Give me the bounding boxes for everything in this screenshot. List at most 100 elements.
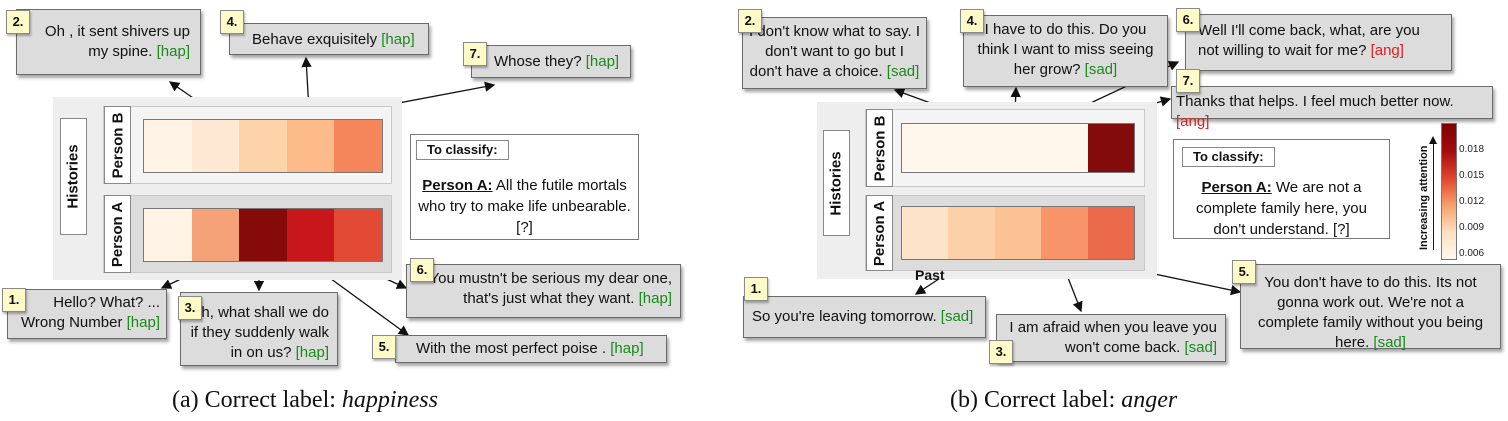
utterance-bubble: You don't have to do this. Its not gonna…: [1240, 264, 1501, 351]
turn-number: 6.: [410, 258, 434, 282]
turn-number: 7.: [463, 42, 487, 66]
colorbar-tick: 0.009: [1459, 222, 1485, 233]
utterance-bubble: Oh , it sent shivers up my spine. [hap]: [16, 9, 201, 75]
utterance-bubble: Hello? What? ... Wrong Number [hap]: [7, 289, 167, 339]
person-b-label: Person B: [104, 106, 131, 184]
turn-number: 6.: [1176, 8, 1200, 32]
utterance-text: Oh , it sent shivers up my spine.: [44, 23, 190, 60]
turn-number: 3.: [178, 296, 202, 320]
utterance-text: Well I'll come back, what, are you not w…: [1198, 22, 1420, 59]
utterance-text: Behave exquisitely: [252, 31, 378, 48]
heatmap-cell: [191, 209, 240, 261]
turn-number: 1.: [2, 288, 26, 312]
emotion-tag: [hap]: [126, 314, 160, 331]
to-classify-box: To classify: Person A: We are not a comp…: [1173, 139, 1390, 239]
utterance-text: With the most perfect poise .: [416, 340, 607, 357]
emotion-tag: [ang]: [1176, 113, 1210, 130]
turn-number: 4.: [220, 10, 244, 34]
heatmap-cell: [1087, 207, 1135, 259]
emotion-tag: [sad]: [886, 63, 920, 80]
utterance-text: Thanks that helps. I feel much better no…: [1176, 93, 1454, 110]
heatmap-cell: [948, 207, 995, 259]
heatmap-cell: [1041, 124, 1088, 172]
classify-speaker: Person A:: [1201, 179, 1272, 196]
histories-label: Histories: [823, 130, 850, 236]
heatmap-cell: [144, 120, 192, 172]
histories-label: Histories: [60, 118, 87, 235]
classify-text: All the futile mortals who try to make l…: [418, 177, 631, 236]
caption-a: (a) Correct label: happiness: [172, 387, 438, 413]
to-classify-utterance: Person A: All the futile mortals who try…: [415, 175, 634, 238]
emotion-tag: [ang]: [1370, 42, 1404, 59]
utterance-bubble: Well I'll come back, what, are you not w…: [1185, 14, 1452, 71]
emotion-tag: [sad]: [1184, 339, 1217, 356]
heatmap-cell: [902, 207, 949, 259]
utterance-text: Whose they?: [494, 53, 582, 70]
heatmap-cell: [1087, 124, 1135, 172]
heatmap-cell: [994, 124, 1042, 172]
utterance-bubble: So you're leaving tomorrow. [sad]: [743, 296, 986, 338]
utterance-text: I have to do this. Do you think I want t…: [977, 21, 1154, 78]
person-b-heatmap: [143, 119, 383, 173]
past-label: Past: [915, 267, 945, 283]
utterance-text: I am afraid when you leave you won't com…: [1009, 319, 1217, 356]
heatmap-cell: [334, 209, 382, 261]
person-b-label: Person B: [866, 109, 893, 187]
colorbar-tick: 0.006: [1459, 248, 1485, 259]
person-a-label: Person A: [104, 195, 131, 273]
to-classify-header: To classify:: [1182, 147, 1275, 167]
panel-b: Histories Person B Person A Past To clas…: [735, 0, 1508, 370]
heatmap-cell: [948, 124, 995, 172]
emotion-tag: [sad]: [940, 308, 974, 325]
emotion-tag: [sad]: [1373, 334, 1406, 351]
heatmap-cell: [144, 209, 192, 261]
person-a-heatmap: [143, 208, 383, 262]
emotion-tag: [hap]: [610, 340, 644, 357]
utterance-text: You mustn't be serious my dear one, that…: [429, 270, 672, 307]
utterance-text: Oh, what shall we do if they suddenly wa…: [189, 304, 329, 361]
turn-number: 5.: [372, 335, 396, 359]
turn-number: 5.: [1232, 260, 1256, 284]
panel-a: Histories Person B Person A To classify:…: [0, 0, 700, 370]
turn-number: 7.: [1176, 69, 1200, 93]
caption-b: (b) Correct label: anger: [950, 387, 1178, 413]
heatmap-cell: [239, 120, 287, 172]
emotion-tag: [hap]: [295, 344, 329, 361]
turn-number: 4.: [960, 9, 984, 33]
utterance-bubble: I am afraid when you leave you won't com…: [996, 314, 1226, 362]
utterance-bubble: I have to do this. Do you think I want t…: [963, 15, 1168, 87]
colorbar-tick: 0.012: [1459, 196, 1485, 207]
heatmap-cell: [286, 209, 335, 261]
turn-number: 2.: [738, 9, 762, 33]
utterance-bubble: With the most perfect poise . [hap]: [395, 335, 667, 363]
classify-speaker: Person A:: [422, 177, 493, 194]
arrow-up-icon: [1429, 136, 1437, 144]
utterance-bubble: Behave exquisitely [hap]: [229, 23, 429, 55]
emotion-tag: [hap]: [585, 53, 620, 70]
colorbar-gradient: [1441, 123, 1457, 260]
utterance-text: Hello? What? ... Wrong Number: [21, 294, 160, 331]
person-a-label: Person A: [866, 195, 893, 271]
turn-number: 2.: [6, 10, 30, 34]
colorbar-tick: 0.015: [1459, 170, 1485, 181]
attention-arrow: [1433, 142, 1434, 250]
utterance-bubble: You mustn't be serious my dear one, that…: [406, 264, 681, 318]
to-classify-utterance: Person A: We are not a complete family h…: [1178, 177, 1385, 240]
utterance-text: You don't have to do this. Its not gonna…: [1257, 274, 1484, 351]
heatmap-cell: [286, 120, 335, 172]
utterance-bubble: I don't know what to say. I don't want t…: [742, 17, 927, 89]
utterance-bubble: Oh, what shall we do if they suddenly wa…: [180, 292, 338, 366]
emotion-tag: [hap]: [638, 290, 672, 307]
turn-number: 3.: [989, 340, 1013, 364]
to-classify-box: To classify: Person A: All the futile mo…: [410, 134, 639, 240]
utterance-bubble: Thanks that helps. I feel much better no…: [1171, 86, 1493, 130]
heatmap-cell: [902, 124, 949, 172]
utterance-text: So you're leaving tomorrow.: [752, 308, 937, 325]
utterance-text: I don't know what to say. I don't want t…: [749, 23, 921, 80]
person-b-heatmap: [901, 123, 1135, 173]
heatmap-cell: [334, 120, 382, 172]
heatmap-cell: [1041, 207, 1088, 259]
emotion-tag: [hap]: [156, 43, 190, 60]
heatmap-cell: [994, 207, 1042, 259]
to-classify-header: To classify:: [416, 140, 509, 160]
